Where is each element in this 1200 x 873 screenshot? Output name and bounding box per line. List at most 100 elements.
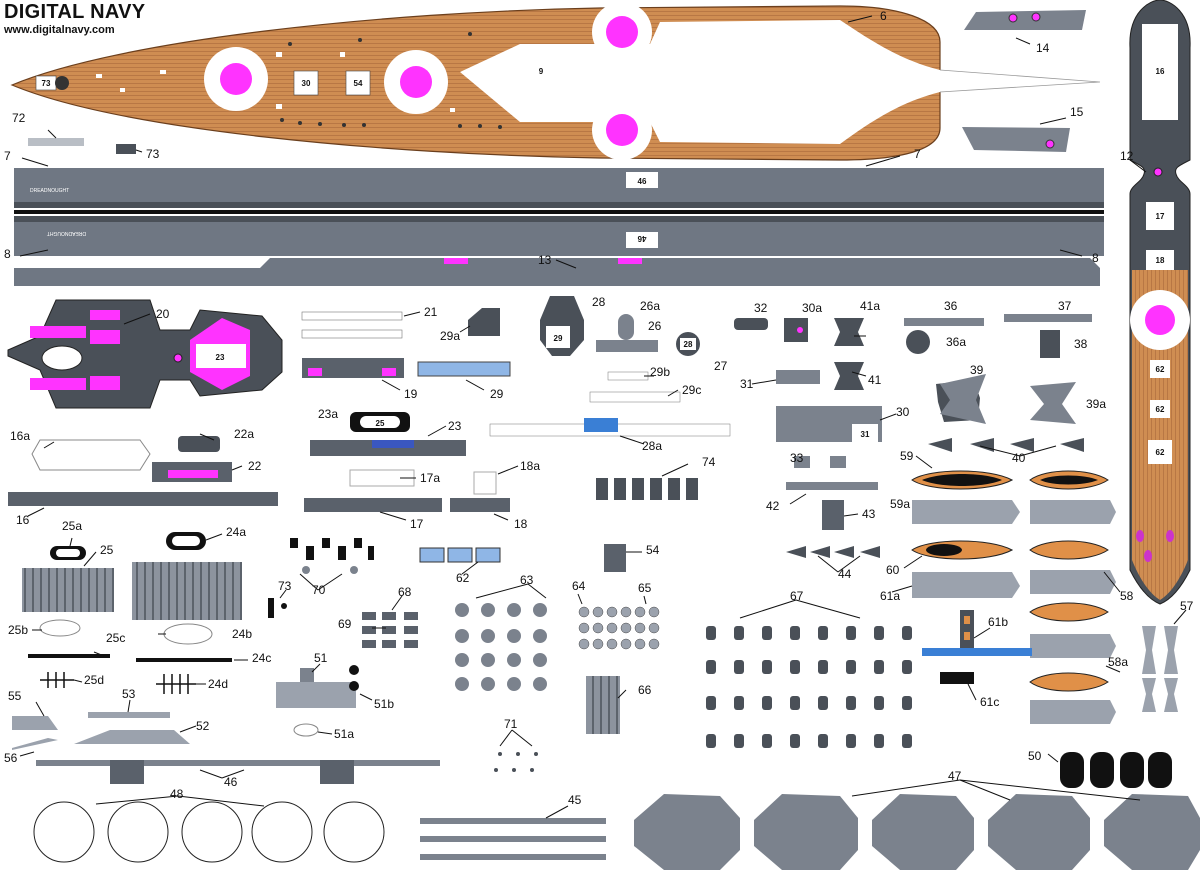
callout: 33 xyxy=(790,451,804,465)
callout: 50 xyxy=(1028,749,1042,763)
callout: 52 xyxy=(196,719,210,733)
callout: 20 xyxy=(156,307,170,321)
deck-plate-18: 18 xyxy=(1156,256,1165,265)
callout: 17a xyxy=(420,471,440,485)
callout: 69 xyxy=(338,617,352,631)
deck-plate-54: 54 xyxy=(354,79,363,88)
deck-plate-73: 73 xyxy=(42,79,51,88)
callout: 44 xyxy=(838,567,852,581)
boats-parts xyxy=(911,470,1116,724)
callout: 30 xyxy=(896,405,910,419)
deck-plate-62a: 62 xyxy=(1156,365,1165,374)
callout: 26a xyxy=(640,299,660,313)
deck-plate-31: 31 xyxy=(861,430,870,439)
turret-parts-47 xyxy=(634,794,1200,870)
callout: 6 xyxy=(880,9,887,23)
callout: 7 xyxy=(4,149,11,163)
deck-plate-62c: 62 xyxy=(1156,448,1165,457)
callout: 62 xyxy=(456,571,470,585)
callout: 25 xyxy=(100,543,114,557)
callout: 54 xyxy=(646,543,660,557)
callout: 59 xyxy=(900,449,914,463)
callout: 16a xyxy=(10,429,30,443)
callout: 14 xyxy=(1036,41,1050,55)
callout: 28a xyxy=(642,439,662,453)
callout: 64 xyxy=(572,579,586,593)
callout: 46 xyxy=(224,775,238,789)
callout: 56 xyxy=(4,751,18,765)
callout: 51 xyxy=(314,651,328,665)
callout: 22 xyxy=(248,459,262,473)
callout: 41 xyxy=(868,373,882,387)
callout: 37 xyxy=(1058,299,1072,313)
callout: 29a xyxy=(440,329,460,343)
callout: 22a xyxy=(234,427,254,441)
callout: 25d xyxy=(84,673,104,687)
callout: 7 xyxy=(914,147,921,161)
callout: 30a xyxy=(802,301,822,315)
part-72 xyxy=(28,138,84,146)
brand: DIGITAL NAVY www.digitalnavy.com xyxy=(4,0,145,36)
small-parts-cluster: 29 28 31 25 xyxy=(8,296,1092,530)
funnel-parts xyxy=(22,532,242,694)
callout: 23a xyxy=(318,407,338,421)
small-fittings-cluster xyxy=(12,538,1178,860)
deck-plate-17: 17 xyxy=(1156,212,1165,221)
callout: 72 xyxy=(12,111,26,125)
callout: 55 xyxy=(8,689,22,703)
callout: 65 xyxy=(638,581,652,595)
callout: 71 xyxy=(504,717,518,731)
callout: 66 xyxy=(638,683,652,697)
callout: 21 xyxy=(424,305,438,319)
callout: 8 xyxy=(1092,251,1099,265)
callout: 28 xyxy=(592,295,606,309)
hull-side-strip-8: DREADNOUGHT 46 xyxy=(14,216,1104,256)
main-deck-part: 73 30 54 9 xyxy=(10,2,1101,161)
callout: 63 xyxy=(520,573,534,587)
callout: 68 xyxy=(398,585,412,599)
callout: 61c xyxy=(980,695,999,709)
hull-name: DREADNOUGHT xyxy=(30,188,69,194)
callout: 24d xyxy=(208,677,228,691)
hull-side-strip-7: DREADNOUGHT 46 xyxy=(14,168,1104,208)
gun-deck-parts-14-15 xyxy=(962,10,1086,152)
callout: 29c xyxy=(682,383,701,397)
callout: 51b xyxy=(374,697,394,711)
callout: 24b xyxy=(232,627,252,641)
part-73 xyxy=(116,144,136,154)
callout: 19 xyxy=(404,387,418,401)
callout: 51a xyxy=(334,727,354,741)
callout: 24c xyxy=(252,651,271,665)
callout: 29 xyxy=(490,387,504,401)
deck-plate-29: 29 xyxy=(554,334,563,343)
callout: 61a xyxy=(880,589,900,603)
callout: 45 xyxy=(568,793,582,807)
callout: 25a xyxy=(62,519,82,533)
callout: 73 xyxy=(146,147,160,161)
callout: 18a xyxy=(520,459,540,473)
callout: 41a xyxy=(860,299,880,313)
brand-title: DIGITAL NAVY xyxy=(4,1,146,23)
callout: 29b xyxy=(650,365,670,379)
callout: 74 xyxy=(702,455,716,469)
deck-plate-23: 23 xyxy=(216,353,225,362)
callout: 59a xyxy=(890,497,910,511)
callout: 47 xyxy=(948,769,962,783)
callout: 53 xyxy=(122,687,136,701)
deck-plate-25: 25 xyxy=(376,419,385,428)
callout: 12 xyxy=(1120,149,1134,163)
callout: 18 xyxy=(514,517,528,531)
callout: 67 xyxy=(790,589,804,603)
callout: 32 xyxy=(754,301,768,315)
deck-plate-46b: 46 xyxy=(637,234,646,243)
callout: 70 xyxy=(312,583,326,597)
deck-plate-16: 16 xyxy=(1156,67,1165,76)
propeller-disc-parts-48 xyxy=(33,801,385,863)
callout: 58a xyxy=(1108,655,1128,669)
callout: 26 xyxy=(648,319,662,333)
deck-plate-62b: 62 xyxy=(1156,405,1165,414)
callout: 27 xyxy=(714,359,728,373)
callout: 8 xyxy=(4,247,11,261)
callout: 24a xyxy=(226,525,246,539)
